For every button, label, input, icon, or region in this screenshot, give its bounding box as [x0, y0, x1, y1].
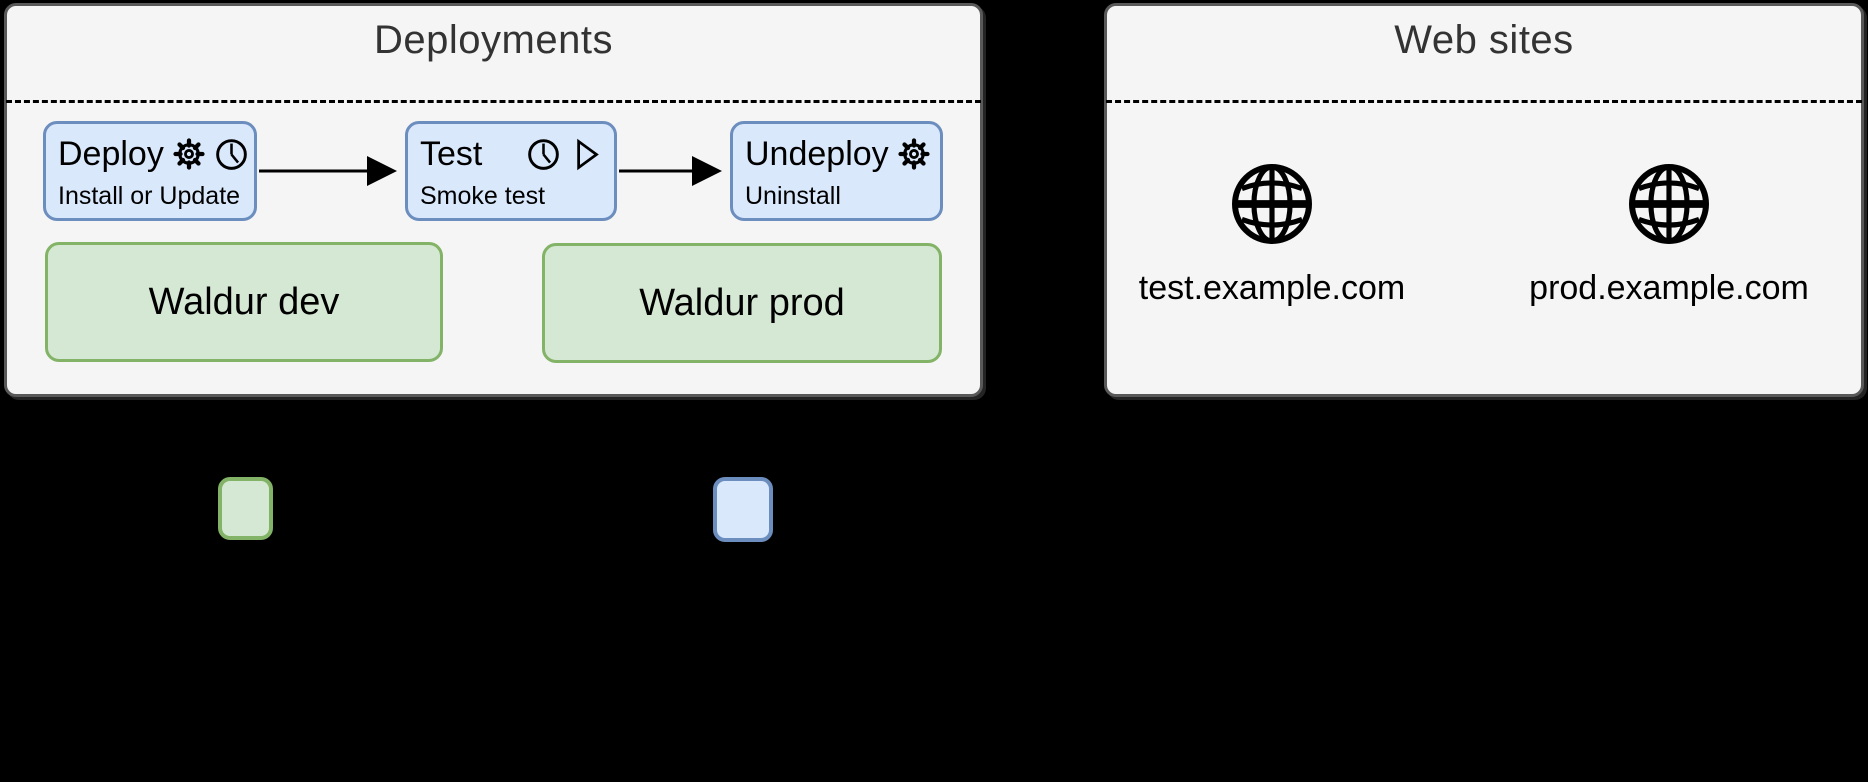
- clock-icon: [526, 137, 561, 172]
- step-box-undeploy: Undeploy Uninstall: [730, 121, 943, 221]
- step-box-test: Test Smoke test: [405, 121, 617, 221]
- deployments-panel-title: Deployments: [374, 18, 613, 62]
- env-box-waldur-prod: Waldur prod: [542, 243, 942, 363]
- env-label: Waldur prod: [639, 281, 845, 324]
- env-label: Waldur dev: [148, 280, 340, 323]
- websites-panel-title: Web sites: [1394, 18, 1574, 62]
- websites-panel-divider: [1106, 100, 1862, 103]
- env-box-waldur-dev: Waldur dev: [45, 242, 443, 362]
- deployments-panel: Deployments Deploy Install or Update Tes…: [4, 3, 983, 397]
- play-icon: [569, 136, 602, 173]
- step-box-deploy: Deploy Install or Update: [43, 121, 257, 221]
- site-domain: test.example.com: [1138, 269, 1406, 307]
- step-subtitle: Smoke test: [420, 182, 546, 210]
- gear-icon: [897, 137, 931, 171]
- gear-icon: [172, 137, 206, 171]
- site-test: test.example.com: [1122, 161, 1422, 308]
- clock-icon: [214, 137, 249, 172]
- site-domain: prod.example.com: [1529, 269, 1809, 307]
- step-subtitle: Uninstall: [745, 182, 841, 210]
- step-title: Test: [420, 135, 483, 173]
- step-subtitle: Install or Update: [58, 182, 241, 210]
- site-prod: prod.example.com: [1519, 161, 1819, 308]
- step-title: Deploy: [58, 135, 164, 173]
- globe-icon: [1626, 161, 1712, 247]
- globe-icon: [1229, 161, 1315, 247]
- websites-panel: Web sites test.example.com prod.example.…: [1104, 3, 1864, 397]
- legend-step-swatch: [713, 477, 773, 542]
- legend-environment-swatch: [218, 477, 273, 540]
- deployments-panel-divider: [6, 100, 981, 103]
- step-title: Undeploy: [745, 135, 889, 173]
